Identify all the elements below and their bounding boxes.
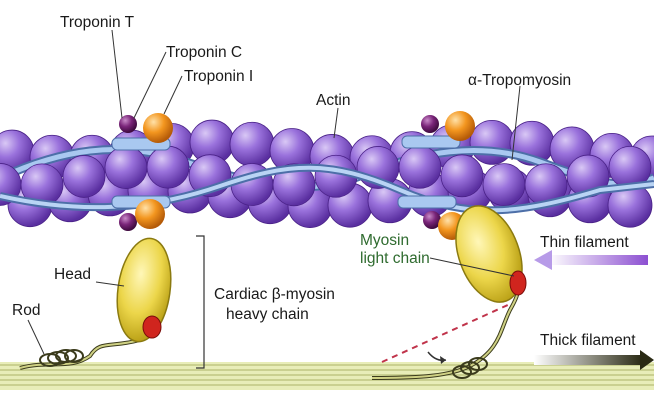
thick-filament <box>0 362 654 390</box>
label-thin-filament: Thin filament <box>540 234 629 251</box>
troponin-i <box>135 199 165 229</box>
troponin-t-bar <box>398 196 456 208</box>
lever-angle-line <box>382 304 510 362</box>
label-heavy-chain-2: heavy chain <box>226 306 309 323</box>
label-troponin-i: Troponin I <box>184 68 253 85</box>
troponin-c <box>119 213 137 231</box>
actin-subunit <box>230 122 274 166</box>
troponin-c <box>421 115 439 133</box>
light-chain <box>510 271 526 295</box>
label-head: Head <box>54 266 91 283</box>
label-actin: Actin <box>316 92 350 109</box>
label-tropomyosin: α-Tropomyosin <box>468 72 571 89</box>
actin-subunit <box>105 147 147 189</box>
troponin-i <box>143 113 173 143</box>
heavy-chain-bracket <box>196 236 204 368</box>
label-troponin-c: Troponin C <box>166 44 242 61</box>
label-troponin-t: Troponin T <box>60 14 134 31</box>
myosin-left <box>20 235 177 368</box>
actin-subunit <box>399 146 441 188</box>
actin-subunit <box>63 155 105 197</box>
thin-filament-arrow <box>534 250 648 270</box>
label-rod: Rod <box>12 302 40 319</box>
actin-subunit <box>441 155 483 197</box>
actin-subunit <box>483 164 525 206</box>
label-thick-filament: Thick filament <box>540 332 636 349</box>
actin-subunit <box>147 146 189 188</box>
label-heavy-chain-1: Cardiac β-myosin <box>214 286 335 303</box>
troponin-i <box>445 111 475 141</box>
label-myosin-light-chain-1: Myosin <box>360 232 409 249</box>
actin-filament <box>0 111 654 240</box>
label-myosin-light-chain-2: light chain <box>360 250 430 267</box>
light-chain <box>143 316 161 338</box>
